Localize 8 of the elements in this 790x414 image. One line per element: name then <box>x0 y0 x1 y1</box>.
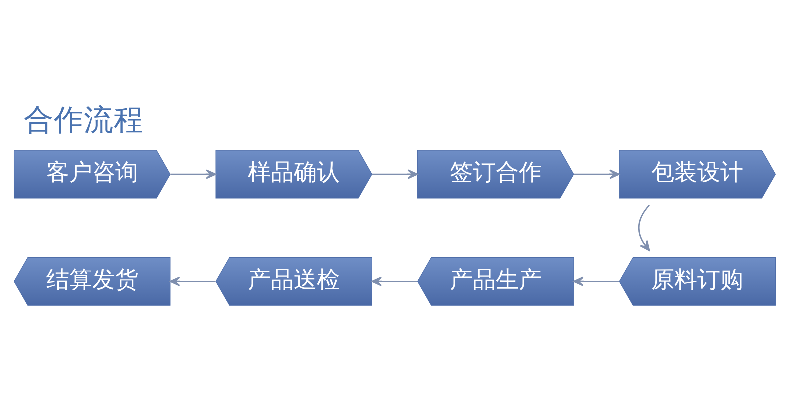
arrow <box>170 170 216 180</box>
arrow <box>573 276 620 286</box>
arrow <box>372 276 418 286</box>
arrow <box>372 170 418 180</box>
arrow <box>170 276 216 286</box>
arrow <box>638 205 650 252</box>
diagram-title: 合作流程 <box>24 102 144 137</box>
arrow <box>574 170 620 180</box>
